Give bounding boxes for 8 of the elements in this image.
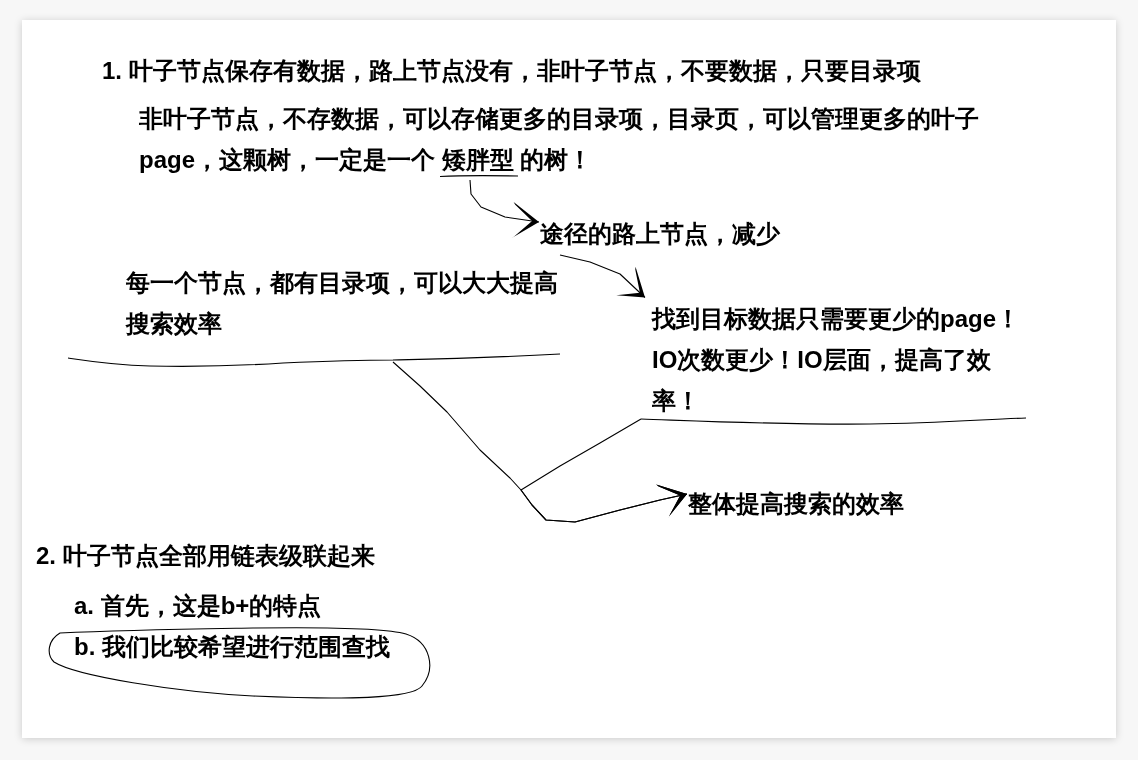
heading-text: 1. 叶子节点保存有数据，路上节点没有，非叶子节点，不要数据，只要目录项 — [102, 56, 921, 86]
note-text: 非叶子节点，不存数据，可以存储更多的目录项，目录页，可以管理更多的叶子page，这颗树，一定是一个 矮胖型 的树！ — [139, 98, 989, 180]
underlined-note: 找到目标数据只需要更少的page！IO次数更少！IO层面，提高了效率！ — [640, 298, 1026, 426]
underlined-note: 每一个节点，都有目录项，可以大大提高搜索效率 — [68, 262, 560, 366]
heading-text: 2. 叶子节点全部用链表级联起来 — [36, 541, 375, 571]
note-text: 整体提高搜索的效率 — [688, 483, 904, 524]
list-item-text: a. 首先，这是b+的特点 — [74, 591, 322, 621]
note-text: 途径的路上节点，减少 — [540, 213, 780, 254]
